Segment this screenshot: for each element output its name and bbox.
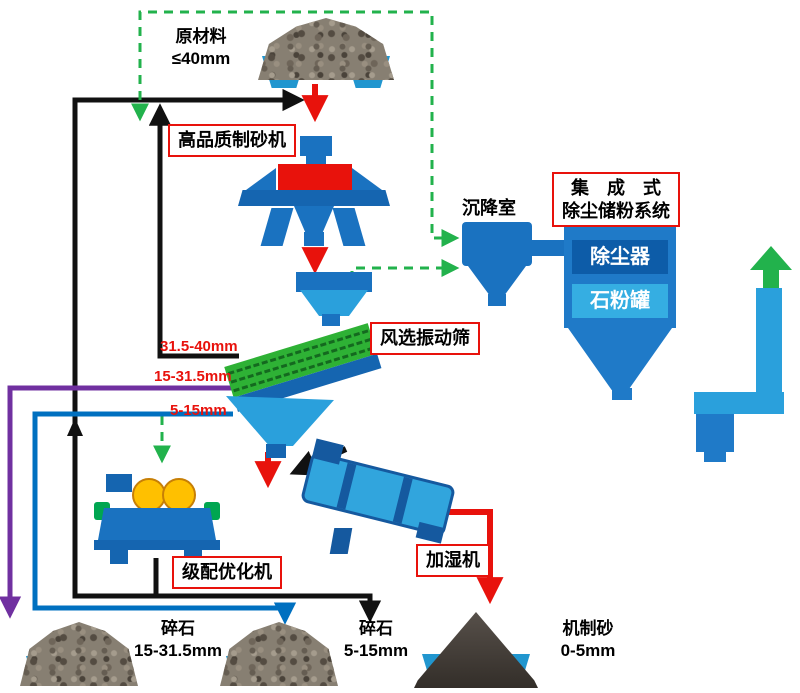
chamber-box-icon (462, 222, 532, 266)
output-size-15-31.5: 15-31.5mm (154, 368, 232, 385)
drum-band (336, 462, 357, 510)
product-size: 15-31.5mm (134, 641, 222, 661)
machine-base (94, 540, 220, 550)
humidifier-drum (299, 438, 457, 544)
machine-leg (329, 528, 353, 554)
gravel-mound (258, 18, 394, 80)
output-size-5-15: 5-15mm (170, 402, 227, 419)
humidifier-label: 加湿机 (416, 544, 490, 577)
roller-icon (162, 478, 196, 512)
machine-leg (110, 550, 128, 564)
raw-material-pile (252, 14, 400, 90)
product-size: 5-15mm (343, 641, 409, 661)
product-label-1: 碎石 15-31.5mm (134, 618, 222, 662)
discharge-funnel-icon (294, 206, 334, 234)
chamber-funnel-icon (468, 266, 526, 296)
flow-15-31.5mm-line (0, 385, 233, 619)
hopper-funnel-icon (300, 290, 368, 316)
left-wing-icon (246, 168, 276, 190)
up-arrow-icon (67, 418, 83, 436)
drum-outlet-icon (415, 521, 445, 544)
raw-material-size: ≤40mm (171, 49, 231, 69)
dust-collector-section: 除尘器 (572, 240, 668, 274)
exhaust-pipe-horizontal (694, 392, 784, 414)
machine-frame-bar (238, 190, 390, 206)
machine-top-box (106, 474, 132, 492)
dust-system-label-line1: 集成式 (571, 178, 679, 198)
hopper-top-icon (296, 272, 372, 292)
duct-icon (532, 240, 568, 256)
flow-gradation-output-line (156, 593, 382, 623)
gradation-optimizer-machine (92, 466, 222, 566)
exhaust-pipe-vertical (756, 288, 782, 410)
settling-chamber (460, 220, 536, 310)
funnel-stem-icon (266, 444, 286, 458)
output-size-31.5-40: 31.5-40mm (160, 338, 238, 355)
exhaust-arrow-stem-icon (763, 268, 779, 288)
product-pile-1 (20, 616, 138, 690)
right-wing-icon (352, 168, 382, 190)
fan-foot-icon (704, 452, 726, 462)
product-label-2: 碎石 5-15mm (336, 618, 416, 662)
exhaust-up-arrow-icon (750, 246, 792, 270)
gravel-mound (20, 622, 138, 686)
discharge-stem-icon (304, 232, 324, 246)
powder-tank-section: 石粉罐 (572, 284, 668, 318)
dust-system-label-line2: 除尘储粉系统 (562, 200, 670, 221)
flow-humidifier-to-sand (449, 509, 504, 605)
feed-inlet-icon (300, 136, 332, 156)
product-pile-3 (414, 608, 538, 690)
roller-icon (132, 478, 166, 512)
dust-system-label: 集成式 除尘储粉系统 (552, 172, 680, 227)
hopper-stem-icon (322, 314, 340, 326)
product-size: 0-5mm (560, 641, 616, 661)
screen-feed-hopper (296, 272, 374, 330)
machine-body (98, 508, 216, 540)
product-name: 碎石 (161, 619, 195, 638)
raw-material-name: 原材料 (175, 27, 227, 46)
raw-material-label: 原材料 ≤40mm (156, 26, 246, 70)
gradation-label: 级配优化机 (172, 556, 282, 589)
product-name: 机制砂 (562, 619, 614, 638)
screen-label: 风选振动筛 (370, 322, 480, 355)
fan-unit-icon (696, 414, 734, 452)
sand-cone (414, 612, 538, 688)
sand-maker-label: 高品质制砂机 (168, 124, 296, 157)
gravel-mound (220, 622, 338, 686)
flow-dust-top-line (131, 10, 460, 247)
machine-leg (332, 208, 366, 246)
feed-neck-icon (306, 156, 326, 164)
dust-system: 除尘器 石粉罐 (564, 224, 676, 400)
settling-chamber-label: 沉降室 (462, 198, 516, 218)
flow-5-15mm-line (32, 411, 297, 625)
screen-collection-funnel (226, 394, 336, 462)
product-name: 碎石 (359, 619, 393, 638)
drum-band (392, 476, 413, 524)
dust-funnel-icon (568, 328, 672, 390)
dust-stem-icon (612, 388, 632, 400)
flow-recirculation-line (72, 88, 305, 599)
machine-leg (260, 208, 294, 246)
chamber-stem-icon (488, 294, 506, 306)
product-label-3: 机制砂 0-5mm (548, 618, 628, 662)
crusher-chamber-icon (278, 164, 352, 190)
product-pile-2 (220, 616, 338, 690)
